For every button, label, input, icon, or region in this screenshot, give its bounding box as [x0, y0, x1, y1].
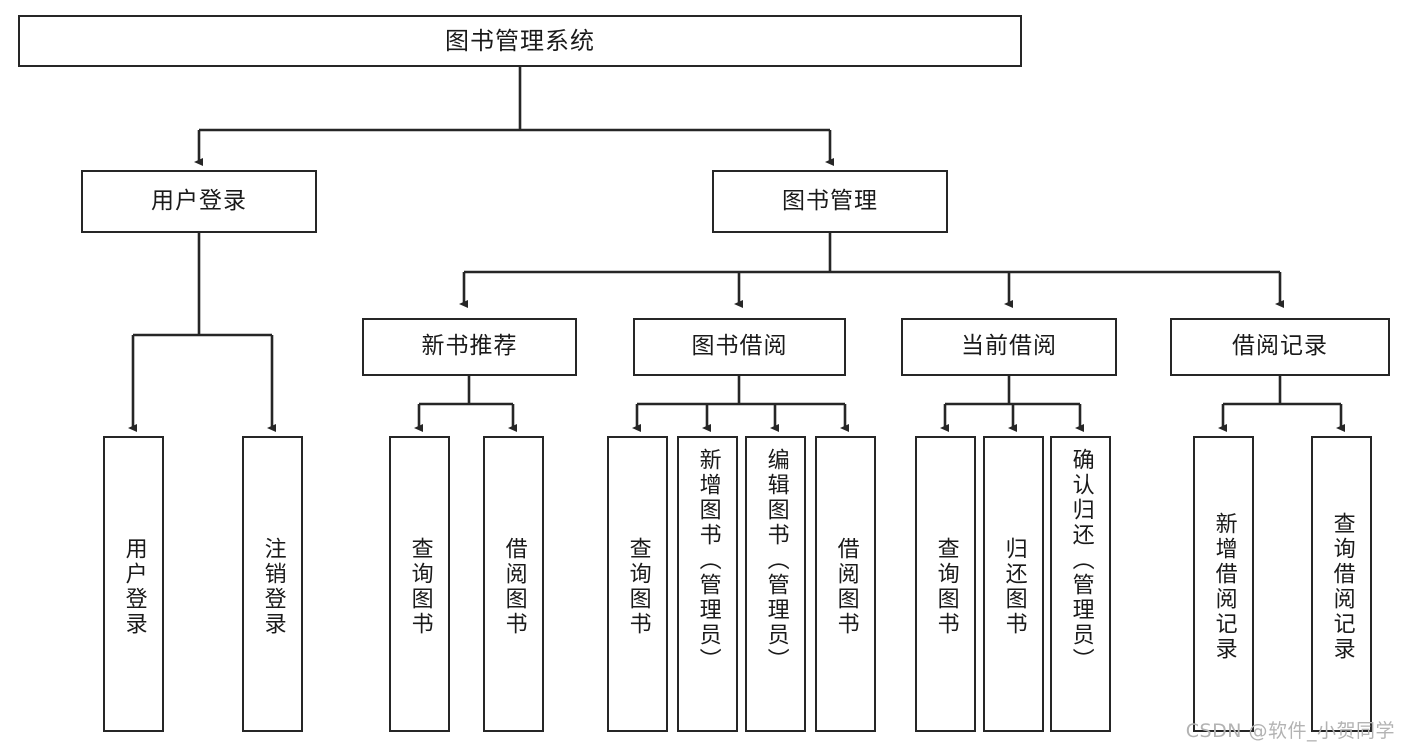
node-new-book-recommend[interactable]: 新书推荐 — [362, 318, 577, 376]
leaf-logout[interactable]: 注销登录 — [242, 436, 303, 732]
leaf-text-wrap: 借阅图书 — [485, 444, 542, 730]
node-label: 新增借阅记录 — [1211, 512, 1237, 662]
leaf-text-wrap: 查询图书 — [391, 444, 448, 730]
node-label: 图书管理系统 — [445, 26, 595, 55]
leaf-return-book[interactable]: 归还图书 — [983, 436, 1044, 732]
node-label: 借阅图书 — [833, 537, 859, 637]
node-label: 查询图书 — [625, 537, 651, 637]
node-label: 确认归还（管理员） — [1068, 448, 1094, 673]
leaf-text-wrap: 确认归还（管理员） — [1052, 444, 1109, 730]
leaf-text-wrap: 用户登录 — [105, 444, 162, 730]
leaf-query-borrow-record[interactable]: 查询借阅记录 — [1311, 436, 1372, 732]
node-label: 借阅图书 — [501, 537, 527, 637]
leaf-text-wrap: 查询图书 — [609, 444, 666, 730]
leaf-text-wrap: 注销登录 — [244, 444, 301, 730]
leaf-user-login[interactable]: 用户登录 — [103, 436, 164, 732]
leaf-borrow-book[interactable]: 借阅图书 — [815, 436, 876, 732]
node-label: 编辑图书（管理员） — [763, 448, 789, 673]
leaf-add-borrow-record[interactable]: 新增借阅记录 — [1193, 436, 1254, 732]
node-book-borrow[interactable]: 图书借阅 — [633, 318, 846, 376]
node-label: 归还图书 — [1001, 537, 1027, 637]
leaf-text-wrap: 查询借阅记录 — [1313, 444, 1370, 730]
leaf-text-wrap: 借阅图书 — [817, 444, 874, 730]
leaf-text-wrap: 查询图书 — [917, 444, 974, 730]
node-label: 查询图书 — [407, 537, 433, 637]
leaf-text-wrap: 编辑图书（管理员） — [747, 444, 804, 730]
node-label: 新书推荐 — [421, 333, 518, 360]
node-label: 注销登录 — [260, 537, 286, 637]
node-label: 用户登录 — [121, 537, 147, 637]
leaf-query-book-recommend[interactable]: 查询图书 — [389, 436, 450, 732]
node-borrow-record[interactable]: 借阅记录 — [1170, 318, 1390, 376]
node-label: 查询图书 — [933, 537, 959, 637]
leaf-query-book-current[interactable]: 查询图书 — [915, 436, 976, 732]
node-current-borrow[interactable]: 当前借阅 — [901, 318, 1117, 376]
leaf-text-wrap: 归还图书 — [985, 444, 1042, 730]
leaf-query-book-borrow[interactable]: 查询图书 — [607, 436, 668, 732]
node-label: 借阅记录 — [1232, 333, 1328, 360]
leaf-edit-book-admin[interactable]: 编辑图书（管理员） — [745, 436, 806, 732]
leaf-borrow-book-recommend[interactable]: 借阅图书 — [483, 436, 544, 732]
node-label: 图书借阅 — [691, 333, 788, 360]
node-label: 当前借阅 — [961, 333, 1057, 360]
node-label: 查询借阅记录 — [1329, 512, 1355, 662]
csdn-watermark: CSDN @软件_小贺同学 — [1185, 720, 1395, 742]
node-label: 用户登录 — [151, 187, 247, 214]
node-book-management[interactable]: 图书管理 — [712, 170, 948, 233]
leaf-text-wrap: 新增图书（管理员） — [679, 444, 736, 730]
leaf-confirm-return-admin[interactable]: 确认归还（管理员） — [1050, 436, 1111, 732]
node-root-system[interactable]: 图书管理系统 — [18, 15, 1022, 67]
leaf-add-book-admin[interactable]: 新增图书（管理员） — [677, 436, 738, 732]
leaf-text-wrap: 新增借阅记录 — [1195, 444, 1252, 730]
node-label: 图书管理 — [782, 187, 878, 214]
node-user-login[interactable]: 用户登录 — [81, 170, 317, 233]
node-label: 新增图书（管理员） — [695, 448, 721, 673]
